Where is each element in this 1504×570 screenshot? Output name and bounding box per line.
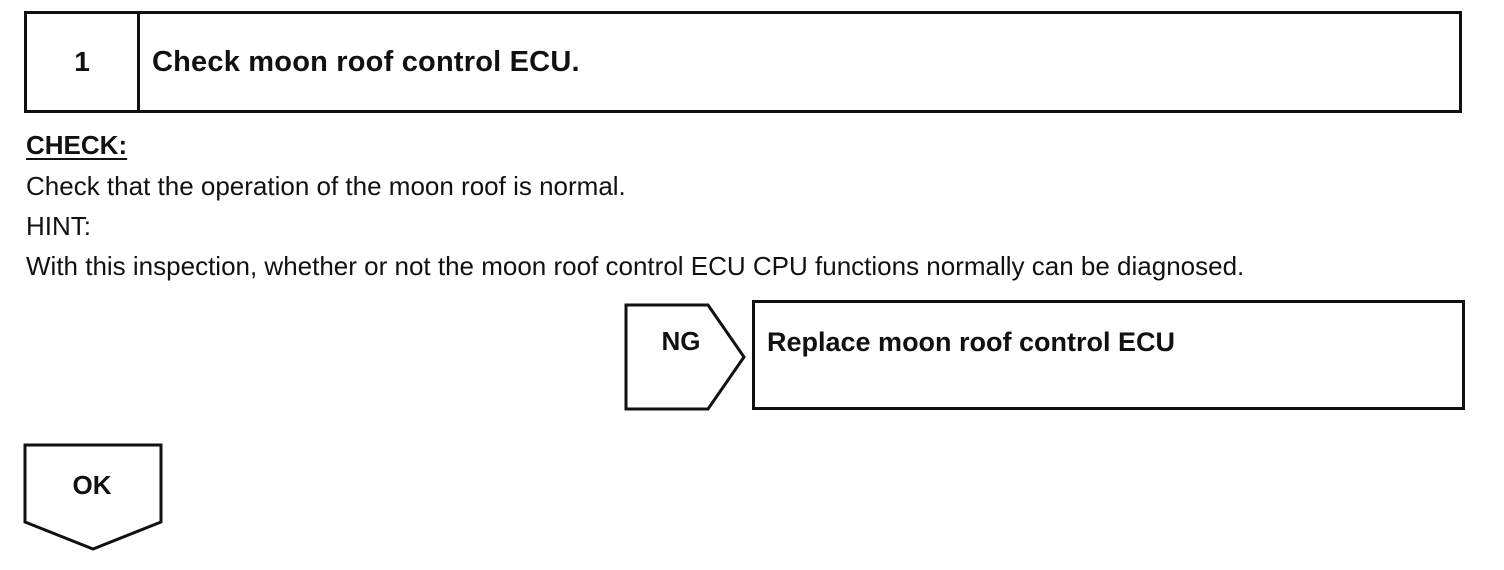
ng-arrow-shape xyxy=(624,303,746,411)
ok-arrow-shape xyxy=(23,443,163,551)
ng-action-box: Replace moon roof control ECU xyxy=(752,300,1465,410)
check-label: CHECK: xyxy=(26,130,128,160)
ng-label: NG xyxy=(661,326,701,356)
ok-label: OK xyxy=(72,470,112,500)
step-title: Check moon roof control ECU. xyxy=(152,45,580,78)
check-instruction: Check that the operation of the moon roo… xyxy=(26,171,626,201)
step-header: 1 Check moon roof control ECU. xyxy=(24,11,1462,113)
step-number: 1 xyxy=(27,14,140,110)
hint-label: HINT: xyxy=(26,211,91,241)
ng-action-text: Replace moon roof control ECU xyxy=(767,327,1176,357)
hint-text: With this inspection, whether or not the… xyxy=(26,251,1245,281)
